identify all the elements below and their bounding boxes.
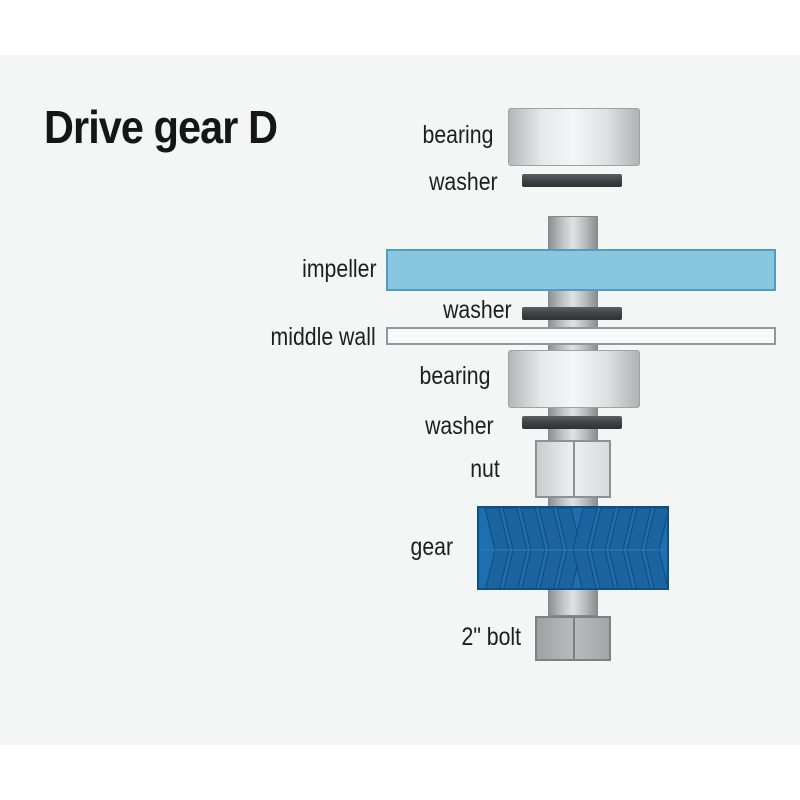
label-gear: gear: [410, 533, 453, 561]
bearing-top: [508, 108, 640, 166]
middle-wall: [386, 327, 776, 345]
gear: [477, 506, 669, 590]
label-bearing-top: bearing: [422, 121, 493, 149]
gear-teeth-pattern: [479, 508, 667, 588]
washer-top: [522, 174, 622, 187]
label-nut: nut: [470, 455, 500, 483]
label-washer-middle: washer: [443, 296, 512, 324]
label-middle-wall: middle wall: [270, 323, 376, 351]
label-washer-top: washer: [429, 168, 498, 196]
impeller: [386, 249, 776, 291]
washer-bottom: [522, 416, 622, 429]
nut: [535, 440, 611, 498]
bolt-head: [535, 616, 611, 661]
label-impeller: impeller: [302, 255, 377, 283]
bearing-bottom: [508, 350, 640, 408]
washer-middle: [522, 307, 622, 320]
label-bearing-bottom: bearing: [419, 362, 490, 390]
label-bolt: 2" bolt: [461, 623, 521, 651]
label-washer-bottom: washer: [425, 412, 494, 440]
diagram-panel: [0, 55, 800, 745]
diagram-title: Drive gear D: [44, 101, 278, 153]
